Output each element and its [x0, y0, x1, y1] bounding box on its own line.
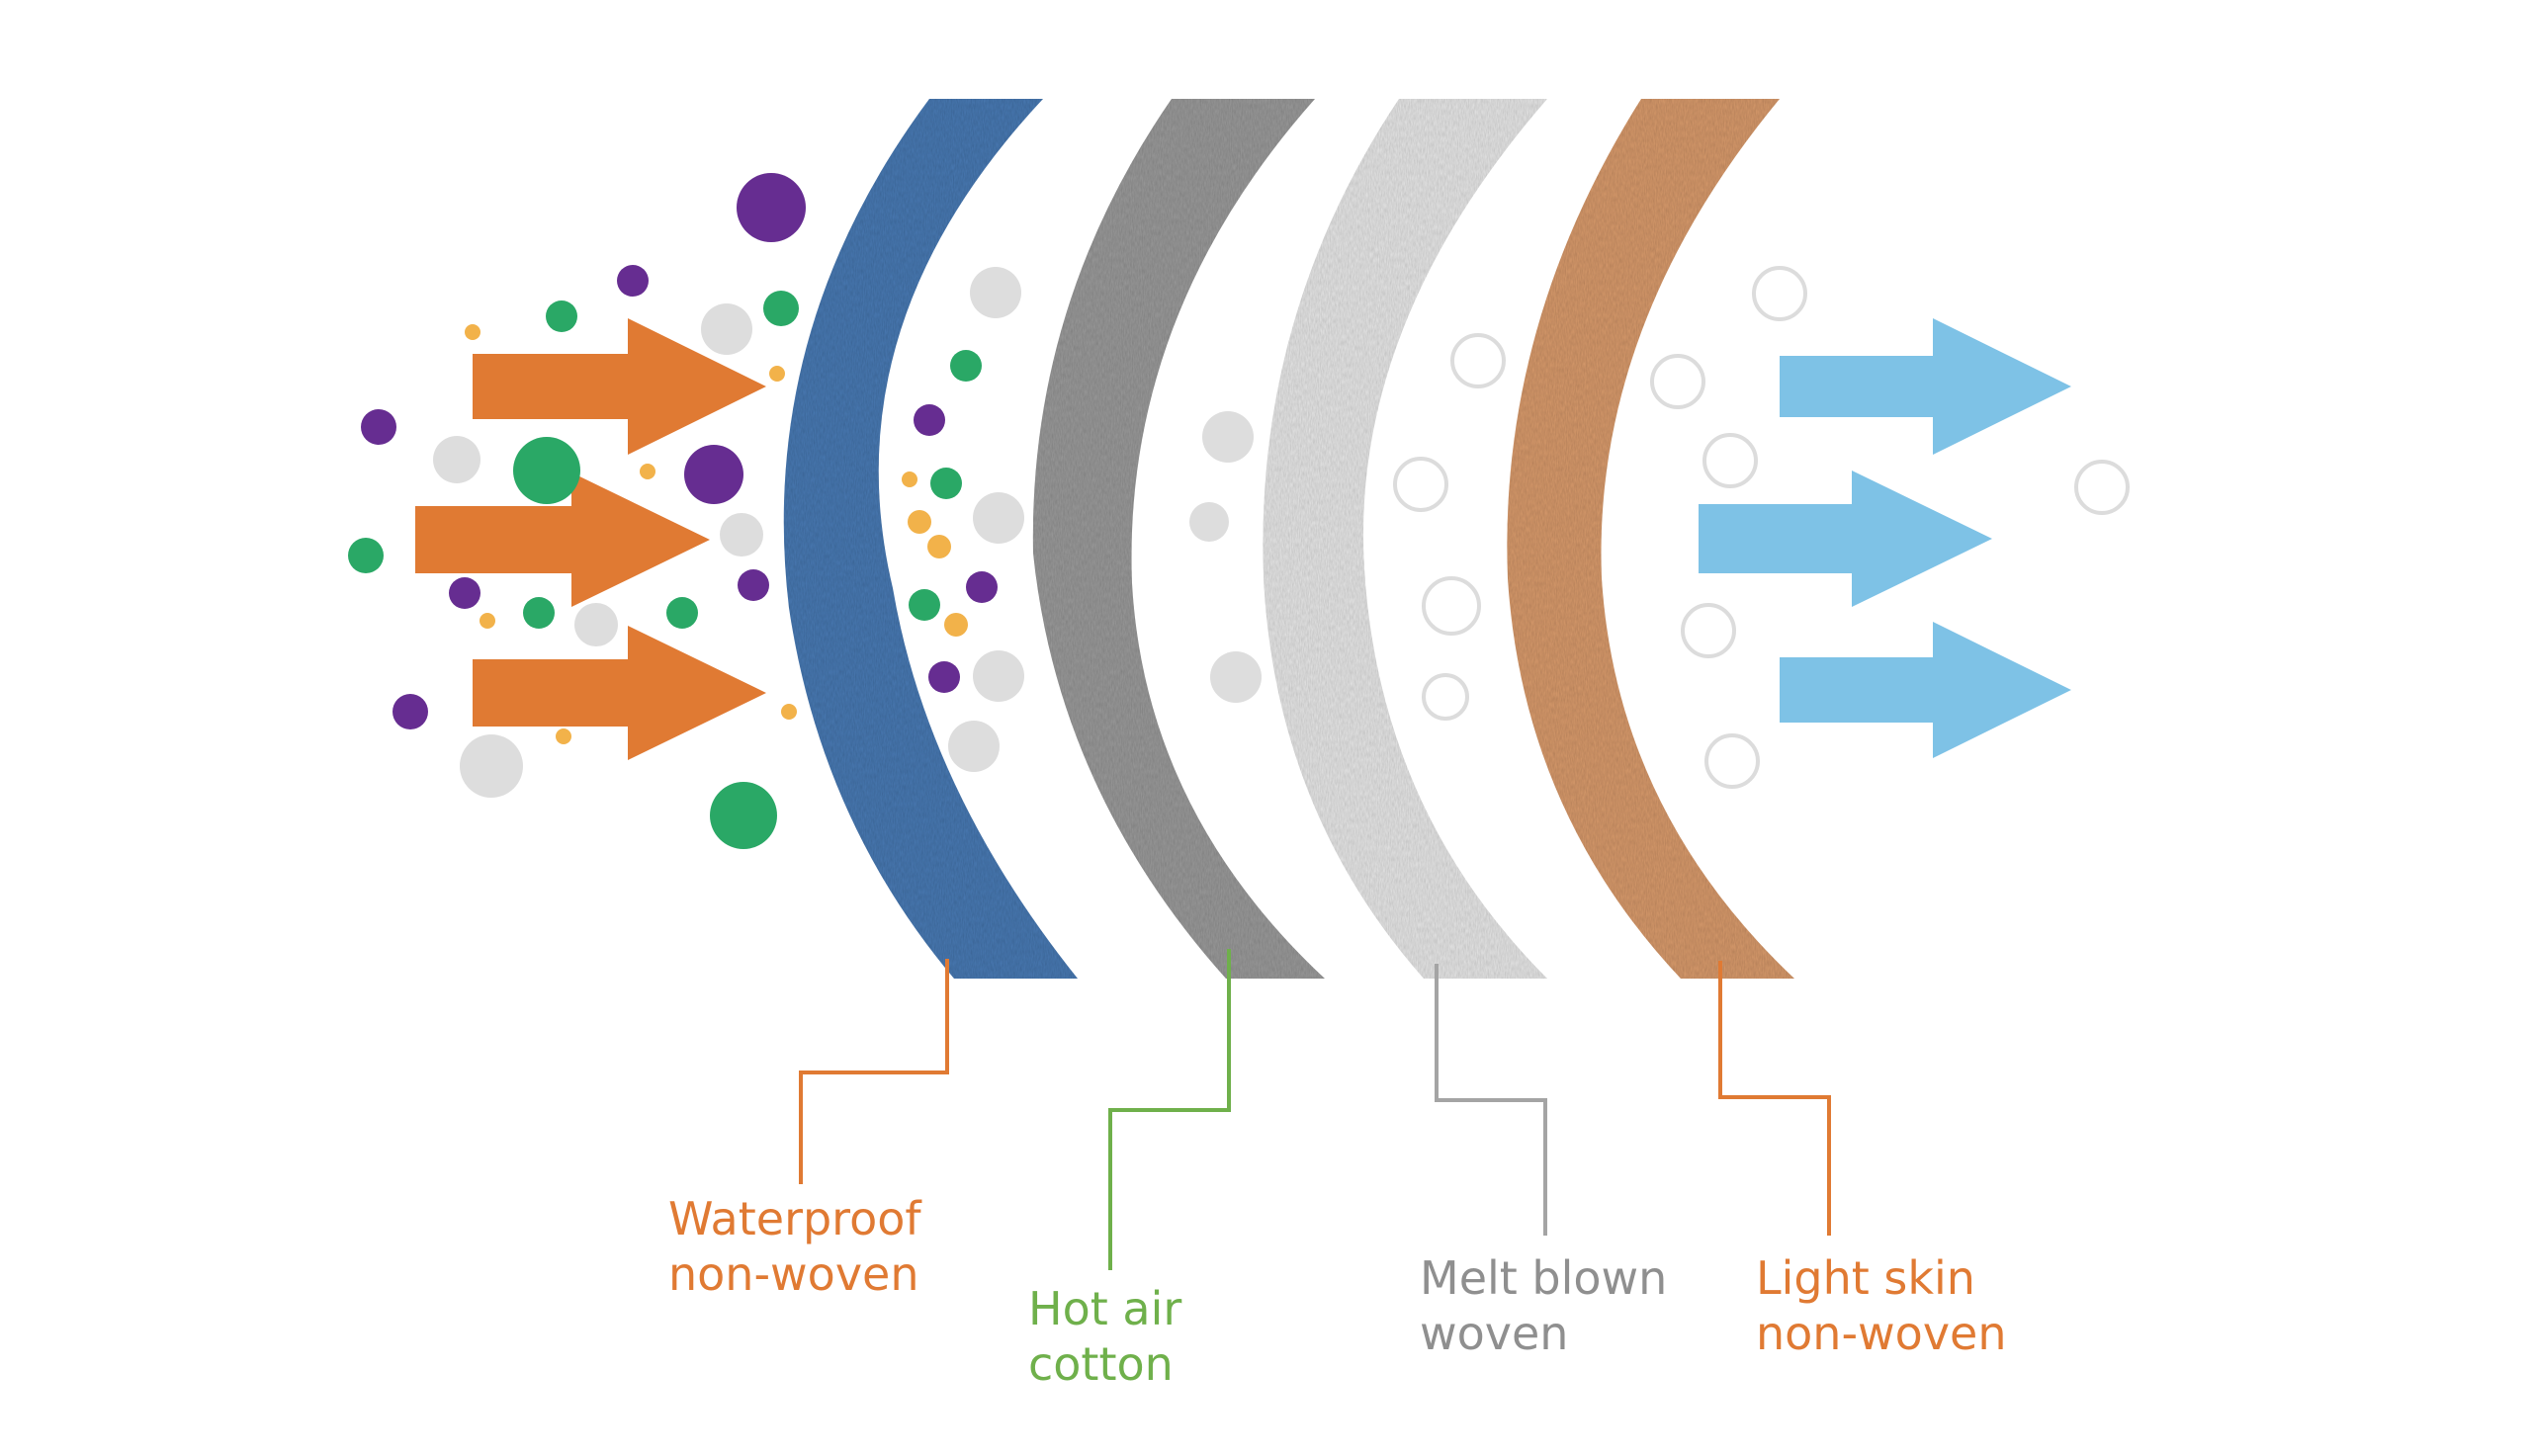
particle-dot [1210, 651, 1262, 703]
label-melt-blown-woven: Melt blown woven [1420, 1250, 1667, 1361]
clean-particle-ring [1450, 333, 1506, 388]
particle-dot [781, 704, 797, 720]
contaminated-air-arrows [415, 318, 766, 760]
particle-dot [928, 661, 960, 693]
particle-dot [909, 589, 940, 621]
label-light-skin-non-woven: Light skin non-woven [1756, 1250, 2007, 1361]
clean-particle-ring [1650, 354, 1705, 409]
particle-dot [737, 173, 806, 242]
particle-dot [944, 613, 968, 637]
particle-dot [666, 597, 698, 629]
label-line: Melt blown [1420, 1251, 1668, 1305]
particle-dot [701, 303, 752, 355]
particle-dot [930, 468, 962, 499]
clean-particle-ring [1681, 603, 1736, 658]
label-line: cotton [1028, 1337, 1174, 1391]
particle-dot [556, 728, 571, 744]
label-line: non-woven [668, 1247, 919, 1301]
label-line: woven [1420, 1307, 1569, 1360]
label-waterproof-non-woven: Waterproof non-woven [668, 1191, 921, 1302]
particle-dot [480, 613, 495, 629]
particle-dot [927, 535, 951, 558]
particle-dot [948, 721, 1000, 772]
clean-particle-ring [2074, 460, 2130, 515]
particle-dot [433, 436, 480, 483]
particle-dot [513, 437, 580, 504]
label-leader-lines [799, 949, 1831, 1270]
particles [348, 173, 1262, 849]
particle-dot [710, 782, 777, 849]
clean-particle-ring [1393, 457, 1448, 512]
particle-dot [738, 569, 769, 601]
particle-dot [640, 464, 655, 479]
particle-dot [617, 265, 649, 297]
particle-dot [465, 324, 480, 340]
particle-dot [973, 650, 1024, 702]
particle-dot [348, 538, 384, 573]
label-line: Hot air [1028, 1282, 1182, 1335]
inflow-arrow-top [473, 318, 766, 455]
inflow-arrow-middle [415, 472, 710, 607]
particle-dot [546, 300, 577, 332]
clean-particle-ring [1752, 266, 1807, 321]
outflow-arrow-bottom [1780, 622, 2071, 758]
particle-dot [1202, 411, 1254, 463]
clean-particles [1393, 266, 2130, 789]
particle-dot [523, 597, 555, 629]
layer-light-skin-band [1507, 99, 1794, 979]
clean-particle-ring [1704, 733, 1760, 789]
label-line: Light skin [1756, 1251, 1975, 1305]
leader-hot-air [1108, 949, 1231, 1270]
particle-dot [460, 734, 523, 798]
particle-dot [684, 445, 743, 504]
clean-particle-ring [1422, 673, 1469, 721]
clean-air-arrows [1699, 318, 2071, 758]
particle-dot [973, 492, 1024, 544]
particle-dot [769, 366, 785, 382]
particle-dot [574, 603, 618, 646]
particle-dot [361, 409, 396, 445]
particle-dot [950, 350, 982, 382]
particle-dot [970, 267, 1021, 318]
inflow-arrow-bottom [473, 626, 766, 760]
particle-dot [720, 513, 763, 557]
layer-melt-blown-band [1263, 99, 1547, 979]
clean-particle-ring [1702, 433, 1758, 488]
filter-layers [783, 99, 1794, 979]
particle-dot [908, 510, 931, 534]
label-line: Waterproof [668, 1192, 921, 1245]
particle-dot [1189, 502, 1229, 542]
particle-dot [966, 571, 998, 603]
particle-dot [393, 694, 428, 729]
particle-dot [914, 404, 945, 436]
leader-melt-blown [1435, 964, 1547, 1236]
particle-dot [902, 471, 917, 487]
label-hot-air-cotton: Hot air cotton [1028, 1281, 1181, 1392]
label-line: non-woven [1756, 1307, 2007, 1360]
particle-dot [449, 577, 480, 609]
layer-waterproof-band [783, 99, 1078, 979]
clean-particle-ring [1422, 576, 1481, 636]
outflow-arrow-middle [1699, 471, 1992, 607]
leader-light-skin [1718, 961, 1831, 1236]
particle-dot [763, 291, 799, 326]
outflow-arrow-top [1780, 318, 2071, 455]
layer-hot-air-band [1032, 99, 1325, 979]
leader-waterproof [799, 959, 949, 1184]
